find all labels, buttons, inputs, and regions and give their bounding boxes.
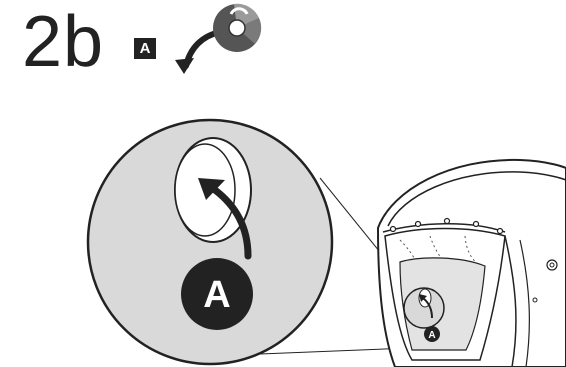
callout-a-label: A — [203, 274, 230, 316]
rotation-disc-icon — [213, 3, 262, 52]
step-header: 2b A — [0, 0, 566, 90]
zoom-detail: A — [86, 118, 334, 366]
zoom-curved-arrow-icon — [198, 178, 252, 260]
step-number: 2b — [22, 2, 105, 82]
helmet-illustration: A — [376, 158, 566, 367]
badge-a: A — [134, 38, 156, 59]
mini-callout-label: A — [428, 330, 435, 341]
callout-a: A — [181, 258, 253, 330]
zoom-connector-lines — [259, 177, 411, 355]
header-icons — [175, 3, 262, 74]
